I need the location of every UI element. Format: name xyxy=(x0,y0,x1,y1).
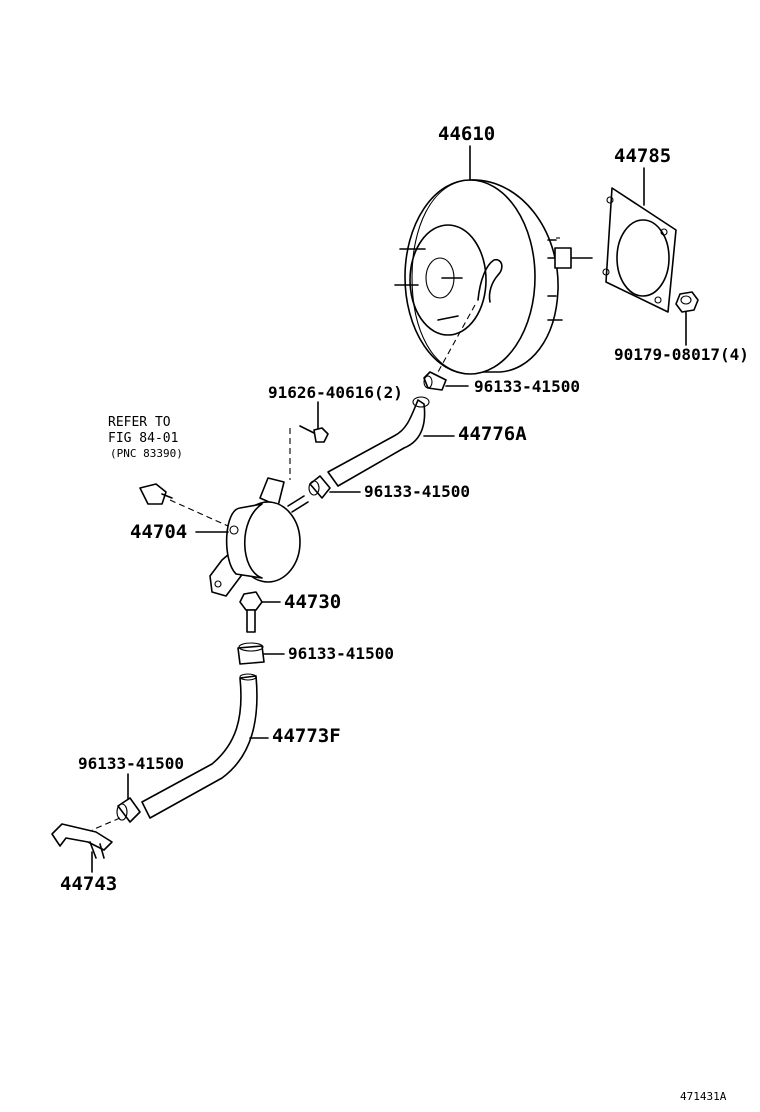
label-hose-upper: 44776A xyxy=(458,423,527,445)
vacuum-hose-lower[interactable] xyxy=(141,673,258,819)
reference-line-3: (PNC 83390) xyxy=(110,447,183,460)
hose-clamp-pipe[interactable] xyxy=(116,797,141,823)
check-valve[interactable] xyxy=(209,477,309,597)
mounting-bolt[interactable] xyxy=(299,425,329,443)
label-bolt: 91626-40616(2) xyxy=(268,383,403,402)
vacuum-sensor-fitting[interactable] xyxy=(139,483,173,505)
label-hose-lower: 44773F xyxy=(272,725,341,747)
vacuum-hose-upper[interactable] xyxy=(327,396,430,487)
hose-clamp-valve-lower[interactable] xyxy=(237,642,265,665)
hose-clamp-booster[interactable] xyxy=(423,371,447,391)
assembly-line-sensor xyxy=(169,499,229,527)
assembly-line-pipe xyxy=(91,817,121,831)
label-clamp-pipe: 96133-41500 xyxy=(78,754,184,773)
assembly-line-booster xyxy=(437,304,476,373)
booster-nut[interactable] xyxy=(675,291,699,313)
hose-clamp-valve-upper[interactable] xyxy=(308,475,331,499)
label-clamp-valve-upper: 96133-41500 xyxy=(364,482,470,501)
reference-line-2: FIG 84-01 xyxy=(108,431,178,446)
vacuum-pipe[interactable] xyxy=(51,823,113,859)
brake-booster[interactable] xyxy=(394,179,593,375)
label-valve: 44704 xyxy=(130,521,187,543)
label-nut: 90179-08017(4) xyxy=(614,345,749,364)
vacuum-union[interactable] xyxy=(239,591,263,633)
label-clamp-valve-lower: 96133-41500 xyxy=(288,644,394,663)
label-gasket: 44785 xyxy=(614,145,671,167)
reference-line-1: REFER TO xyxy=(108,415,171,430)
label-pipe: 44743 xyxy=(60,873,117,895)
label-clamp-booster: 96133-41500 xyxy=(474,377,580,396)
label-union: 44730 xyxy=(284,591,341,613)
booster-gasket[interactable] xyxy=(602,187,677,313)
figure-id: 471431A xyxy=(680,1090,727,1103)
label-booster: 44610 xyxy=(438,123,495,145)
